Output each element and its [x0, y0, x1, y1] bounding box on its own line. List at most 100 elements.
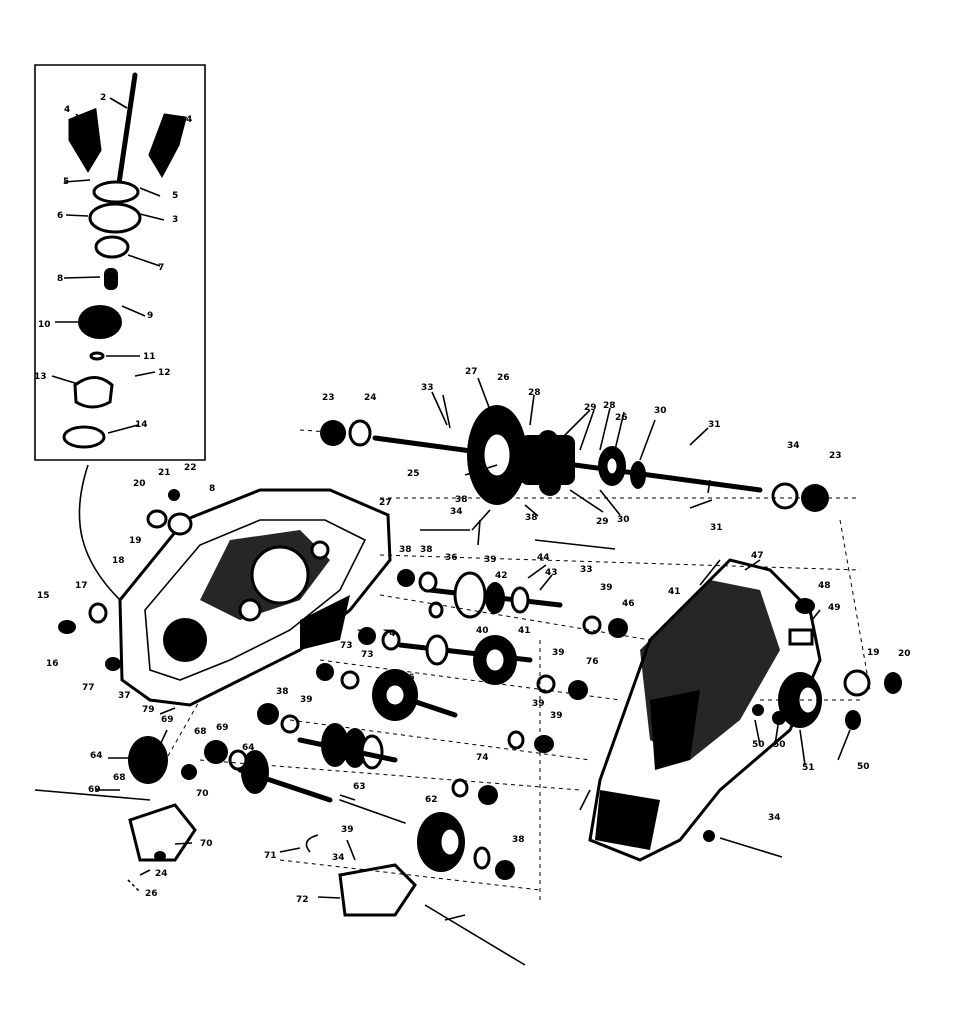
- inset-detail-box: [34, 64, 206, 601]
- part-label-20: 20: [898, 649, 911, 659]
- part-label-64: 64: [90, 751, 103, 761]
- part-label-43: 43: [545, 568, 558, 578]
- part-label-22: 22: [184, 463, 197, 473]
- part-label-36: 36: [445, 553, 458, 563]
- part-label-8: 8: [209, 484, 215, 494]
- left-housing: [118, 488, 392, 707]
- part-label-15: 15: [37, 591, 50, 601]
- part-label-41: 41: [668, 587, 681, 597]
- part-label-24: 24: [364, 393, 377, 403]
- part-label-74: 74: [476, 753, 489, 763]
- part-label-72: 72: [296, 895, 309, 905]
- inset-leaders: [51, 97, 179, 434]
- part-label-38: 38: [399, 545, 412, 555]
- part-label-36: 36: [402, 673, 415, 683]
- part-label-39: 39: [484, 555, 497, 565]
- part-label-11: 11: [143, 352, 156, 362]
- part-label-37: 37: [118, 691, 131, 701]
- part-label-30: 30: [617, 515, 630, 525]
- part-label-34: 34: [787, 441, 800, 451]
- part-label-16: 16: [46, 659, 59, 669]
- bottom-left-parts: [34, 615, 628, 966]
- part-label-64: 64: [242, 743, 255, 753]
- part-label-4: 4: [64, 105, 70, 115]
- left-small-parts: [58, 489, 193, 671]
- part-label-76: 76: [586, 657, 599, 667]
- part-label-69: 69: [216, 723, 229, 733]
- part-label-34: 34: [332, 853, 345, 863]
- part-label-76: 76: [357, 629, 370, 639]
- part-label-26: 26: [145, 889, 158, 899]
- part-label-63: 63: [353, 782, 366, 792]
- part-label-19: 19: [129, 536, 142, 546]
- part-label-31: 31: [710, 523, 723, 533]
- part-label-70: 70: [196, 789, 209, 799]
- part-label-12: 12: [158, 368, 171, 378]
- part-label-29: 29: [596, 517, 609, 527]
- part-label-69: 69: [88, 785, 101, 795]
- part-label-28: 28: [528, 388, 541, 398]
- part-label-41: 41: [518, 626, 531, 636]
- part-label-2: 2: [100, 93, 106, 103]
- leader-lines: [95, 377, 851, 921]
- part-label-29: 29: [584, 403, 597, 413]
- part-label-13: 13: [34, 372, 47, 382]
- part-label-3: 3: [172, 215, 178, 225]
- part-label-14: 14: [135, 420, 148, 430]
- part-label-47: 47: [751, 551, 764, 561]
- alignment-lines: [159, 429, 871, 900]
- part-label-70: 70: [200, 839, 213, 849]
- part-label-49: 49: [828, 603, 841, 613]
- part-label-27: 27: [379, 498, 392, 508]
- part-label-27: 27: [465, 367, 478, 377]
- part-label-38: 38: [276, 687, 289, 697]
- part-label-5: 5: [63, 177, 69, 187]
- part-label-26: 26: [497, 373, 510, 383]
- part-label-79: 79: [142, 705, 155, 715]
- part-label-23: 23: [829, 451, 842, 461]
- part-label-50: 50: [773, 740, 786, 750]
- part-label-50: 50: [752, 740, 765, 750]
- part-label-38: 38: [455, 495, 468, 505]
- part-label-69: 69: [161, 715, 174, 725]
- part-label-39: 39: [532, 699, 545, 709]
- part-label-38: 38: [525, 513, 538, 523]
- part-label-5: 5: [172, 191, 178, 201]
- part-label-48: 48: [818, 581, 831, 591]
- part-label-39: 39: [552, 648, 565, 658]
- part-label-28: 28: [603, 401, 616, 411]
- part-label-33: 33: [580, 565, 593, 575]
- right-housing: [579, 558, 822, 862]
- inset-parts: [62, 72, 187, 449]
- part-label-33: 33: [421, 383, 434, 393]
- part-label-40: 40: [476, 626, 489, 636]
- part-label-73: 73: [361, 650, 374, 660]
- part-label-38: 38: [420, 545, 433, 555]
- part-label-4: 4: [186, 115, 192, 125]
- part-label-21: 21: [158, 468, 171, 478]
- part-label-18: 18: [112, 556, 125, 566]
- part-label-7: 7: [158, 263, 164, 273]
- part-label-6: 6: [57, 211, 63, 221]
- part-label-44: 44: [537, 553, 550, 563]
- part-label-73: 73: [340, 641, 353, 651]
- part-label-74: 74: [383, 629, 396, 639]
- part-label-25: 25: [407, 469, 420, 479]
- part-label-68: 68: [194, 727, 207, 737]
- right-small-parts: [703, 598, 902, 858]
- part-label-24: 24: [155, 869, 168, 879]
- part-label-17: 17: [75, 581, 88, 591]
- part-label-23: 23: [322, 393, 335, 403]
- part-label-46: 46: [622, 599, 635, 609]
- part-label-68: 68: [113, 773, 126, 783]
- part-label-39: 39: [550, 711, 563, 721]
- part-label-77: 77: [82, 683, 95, 693]
- part-label-62: 62: [425, 795, 438, 805]
- part-label-50: 50: [857, 762, 870, 772]
- part-label-26: 26: [615, 413, 628, 423]
- part-label-39: 39: [341, 825, 354, 835]
- central-gears: [181, 569, 563, 803]
- part-label-30: 30: [654, 406, 667, 416]
